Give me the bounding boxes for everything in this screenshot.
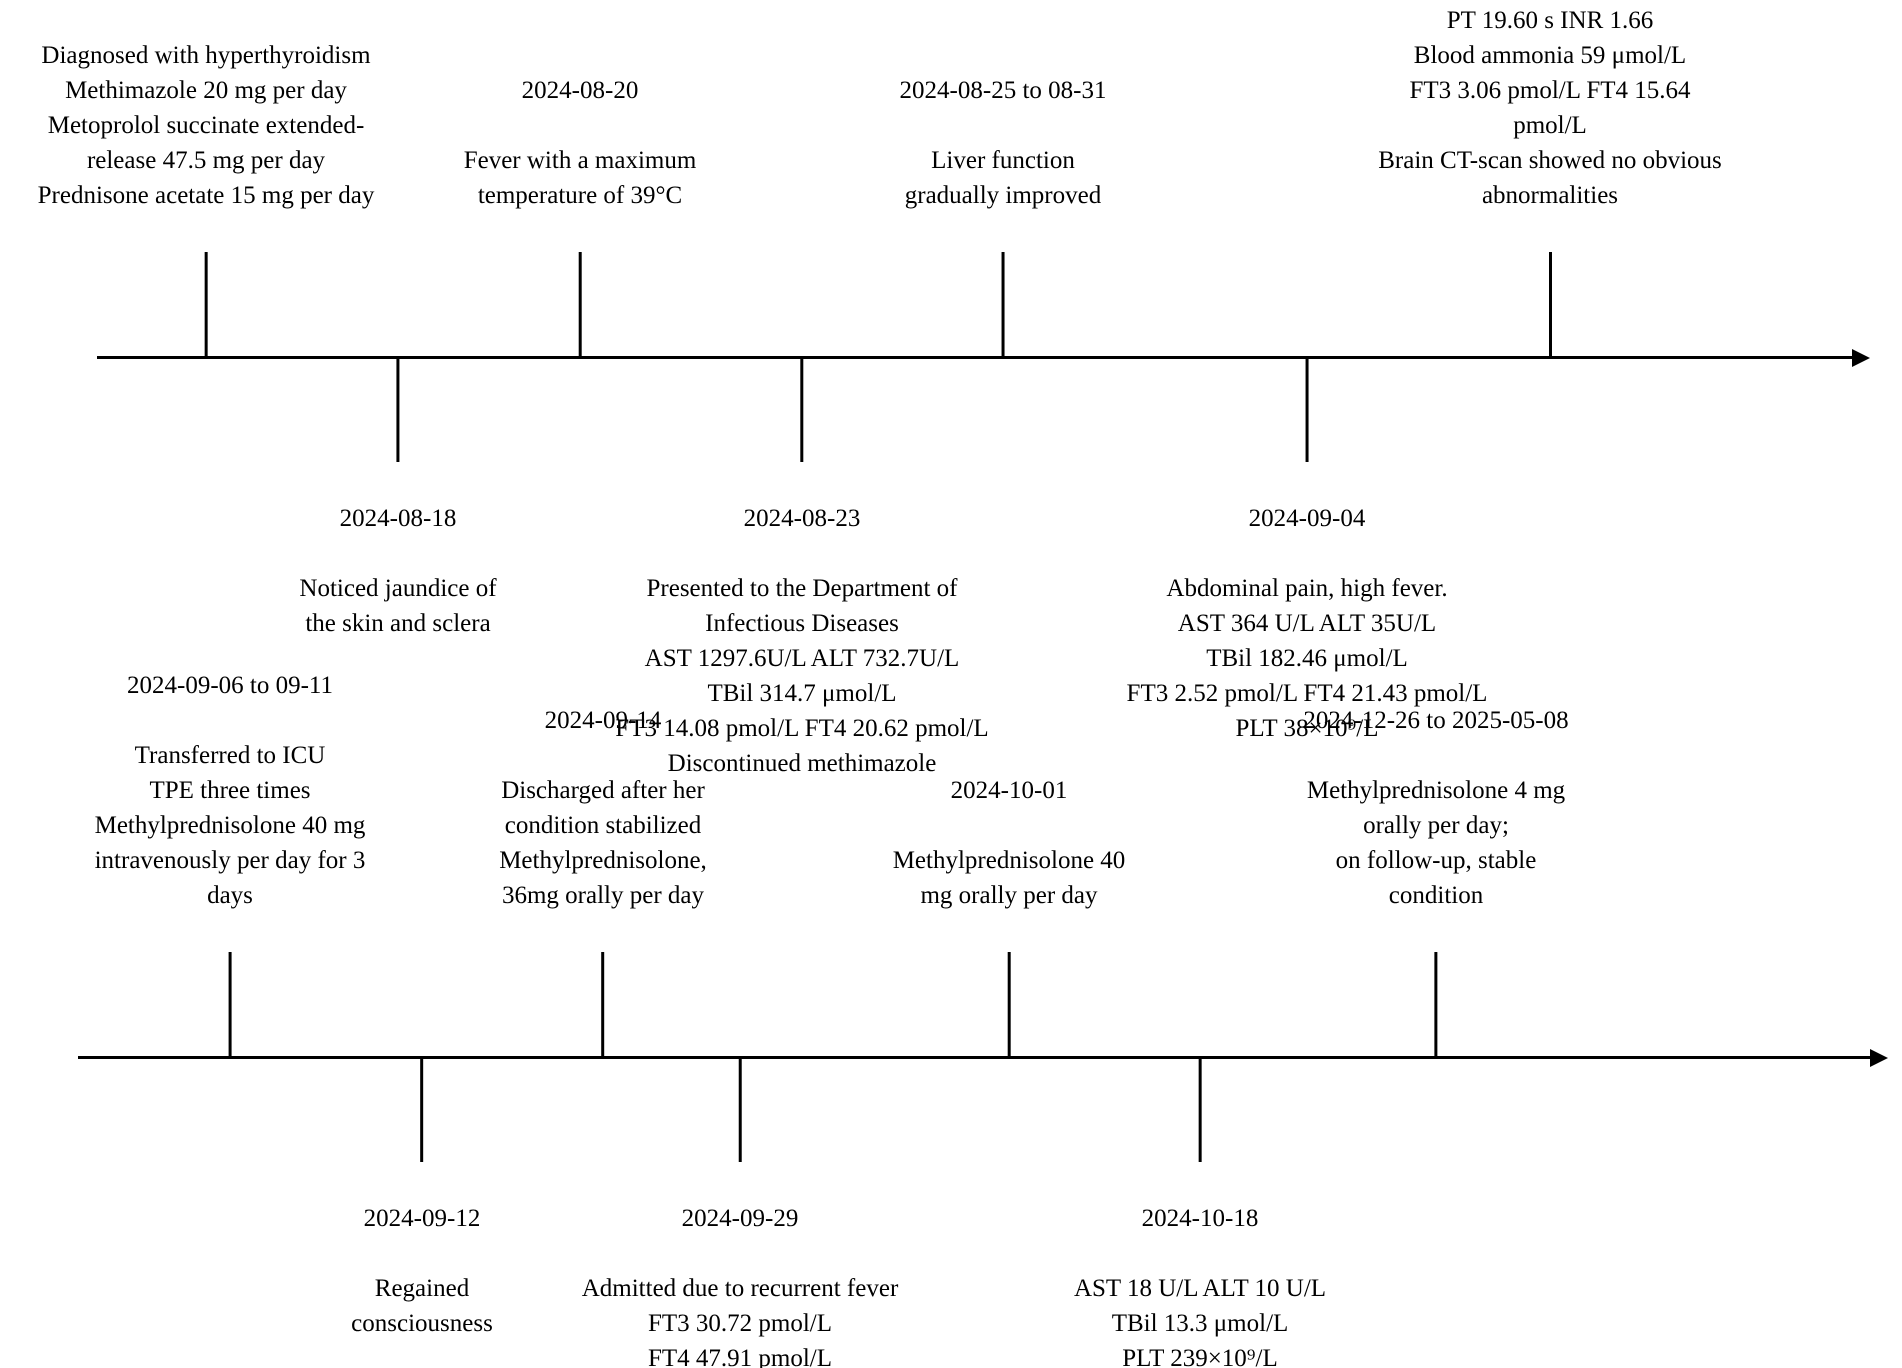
event-date: 2024-08-18	[339, 505, 457, 532]
event-date: 2024-09-29	[681, 1205, 799, 1232]
event-details: Admitted due to recurrent fever FT3 30.7…	[581, 1275, 899, 1368]
event-label: 2024-04 Diagnosed with hyperthyroidism M…	[38, 0, 375, 248]
event-label: 2024-08-20 Fever with a maximum temperat…	[464, 38, 697, 248]
tick-mark	[1198, 1058, 1202, 1162]
timeline-1-axis	[97, 356, 1852, 359]
event-2024-09-12: 2024-09-12 Regained consciousness	[351, 1058, 493, 1368]
event-details: Regained consciousness	[351, 1275, 493, 1337]
event-details: Lost consciousness suddenly PT 19.60 s I…	[1378, 7, 1722, 209]
event-date: 2024-08-25 to 08-31	[899, 77, 1107, 104]
event-2024-09-06-to-09-11: 2024-09-06 to 09-11 Transferred to ICU T…	[95, 633, 366, 1058]
tick-mark	[1007, 952, 1011, 1058]
event-date: 2024-10-18	[1141, 1205, 1259, 1232]
event-2024-12-26-to-2025-05-08: 2024-12-26 to 2025-05-08 Methylprednisol…	[1303, 668, 1569, 1058]
timeline-2-axis	[78, 1056, 1870, 1059]
tick-mark	[800, 358, 804, 462]
tick-mark	[396, 358, 400, 462]
event-label: 2024-08-18 Noticed jaundice of the skin …	[299, 466, 496, 676]
tick-mark	[204, 252, 208, 358]
tick-mark	[738, 1058, 742, 1162]
event-date: 2024-09-14	[544, 707, 662, 734]
event-date: 2024-12-26 to 2025-05-08	[1303, 707, 1569, 734]
event-2024-09-29: 2024-09-29 Admitted due to recurrent fev…	[582, 1058, 899, 1368]
tick-mark	[1001, 252, 1005, 358]
event-label: 2024-09-05 Lost consciousness suddenly P…	[1374, 0, 1726, 248]
event-2024-08-25-to-08-31: 2024-08-25 to 08-31 Liver function gradu…	[900, 38, 1107, 358]
event-date: 2024-08-23	[743, 505, 861, 532]
event-2024-10-01: 2024-10-01 Methylprednisolone 40 mg oral…	[893, 738, 1126, 1058]
timeline-2-arrowhead-icon	[1870, 1049, 1888, 1067]
event-details: Methylprednisolone 4 mg orally per day; …	[1306, 777, 1566, 909]
event-2024-08-23: 2024-08-23 Presented to the Department o…	[615, 358, 989, 816]
tick-mark	[1548, 252, 1552, 358]
event-date: 2024-09-04	[1248, 505, 1366, 532]
event-2024-09-14: 2024-09-14 Discharged after her conditio…	[499, 668, 707, 1058]
event-label: 2024-09-06 to 09-11 Transferred to ICU T…	[95, 633, 366, 948]
event-details: Diagnosed with hyperthyroidism Methimazo…	[37, 42, 375, 209]
event-label: 2024-10-01 Methylprednisolone 40 mg oral…	[893, 738, 1126, 948]
event-2024-04: 2024-04 Diagnosed with hyperthyroidism M…	[38, 0, 375, 358]
event-details: Fever with a maximum temperature of 39°C	[463, 147, 697, 209]
event-details: Discharged after her condition stabilize…	[499, 777, 707, 909]
event-label: 2024-09-14 Discharged after her conditio…	[499, 668, 707, 948]
tick-mark	[578, 252, 582, 358]
event-details: Noticed jaundice of the skin and sclera	[299, 575, 497, 637]
event-label: 2024-08-25 to 08-31 Liver function gradu…	[900, 38, 1107, 248]
tick-mark	[228, 952, 232, 1058]
event-details: Liver function gradually improved	[904, 147, 1102, 209]
event-label: 2024-12-26 to 2025-05-08 Methylprednisol…	[1303, 668, 1568, 948]
event-label: 2024-09-04 Abdominal pain, high fever. A…	[1127, 466, 1488, 781]
event-label: 2024-09-29 Admitted due to recurrent fev…	[582, 1166, 899, 1368]
event-2024-08-18: 2024-08-18 Noticed jaundice of the skin …	[299, 358, 497, 676]
tick-mark	[1434, 952, 1438, 1058]
event-label: 2024-08-23 Presented to the Department o…	[615, 466, 988, 816]
event-label: 2024-09-12 Regained consciousness	[351, 1166, 493, 1368]
event-date: 2024-10-01	[950, 777, 1068, 804]
event-date: 2024-09-06 to 09-11	[127, 672, 333, 699]
event-details: Presented to the Department of Infectiou…	[615, 575, 989, 777]
event-details: Abdominal pain, high fever. AST 364 U/L …	[1126, 575, 1488, 742]
event-2024-10-18: 2024-10-18 AST 18 U/L ALT 10 U/L TBil 13…	[1074, 1058, 1327, 1368]
event-date: 2024-04	[38, 0, 375, 3]
event-date: 2024-09-12	[363, 1205, 481, 1232]
event-2024-08-20: 2024-08-20 Fever with a maximum temperat…	[464, 38, 697, 358]
tick-mark	[601, 952, 605, 1058]
event-label: 2024-10-18 AST 18 U/L ALT 10 U/L TBil 13…	[1074, 1166, 1327, 1368]
event-details: Transferred to ICU TPE three times Methy…	[94, 742, 366, 909]
event-details: AST 18 U/L ALT 10 U/L TBil 13.3 μmol/L P…	[1073, 1275, 1327, 1368]
tick-mark	[1305, 358, 1309, 462]
event-2024-09-05: 2024-09-05 Lost consciousness suddenly P…	[1374, 0, 1726, 358]
event-2024-09-04: 2024-09-04 Abdominal pain, high fever. A…	[1127, 358, 1488, 781]
tick-mark	[420, 1058, 424, 1162]
event-date: 2024-08-20	[521, 77, 639, 104]
timeline-1-arrowhead-icon	[1852, 349, 1870, 367]
event-details: Methylprednisolone 40 mg orally per day	[892, 847, 1126, 909]
